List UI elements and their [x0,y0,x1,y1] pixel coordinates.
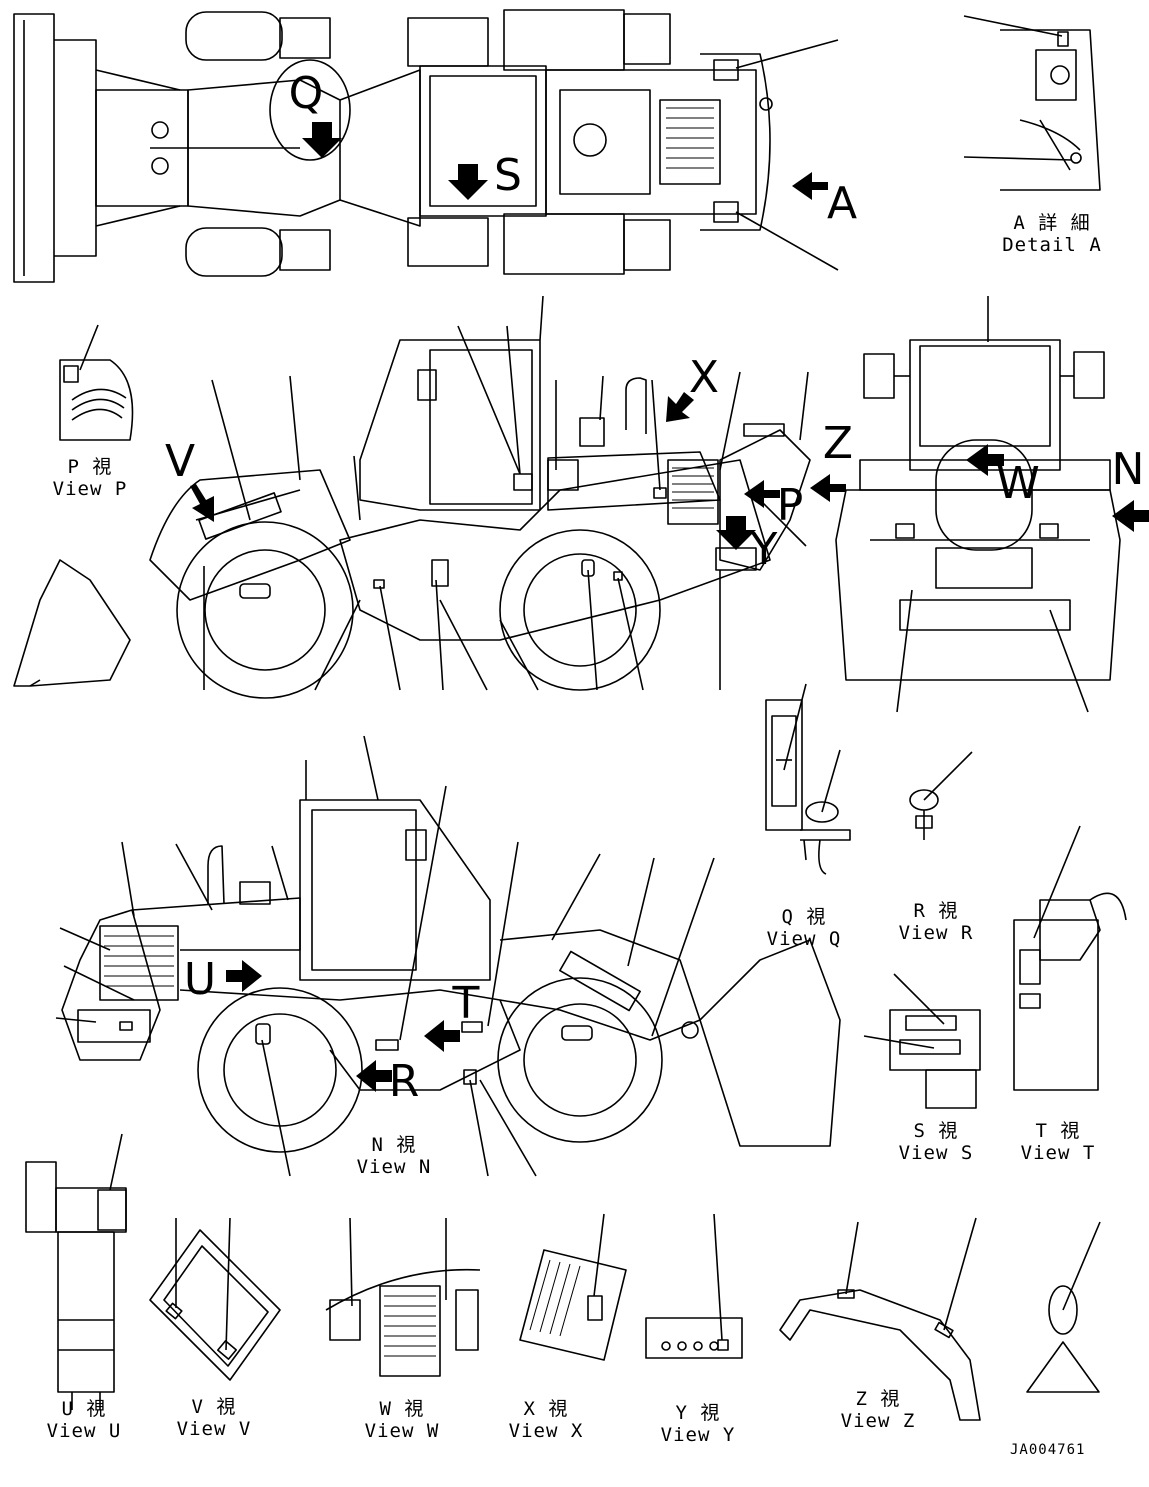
view-letter-q: Q [288,68,324,119]
view-letter-y: Y [750,524,778,575]
view-letter-t: T [452,978,480,1029]
arrow-n [1112,500,1149,532]
view-letter-x: X [688,352,720,403]
left-side-view-machine [13,295,811,699]
view-r-drawing [909,751,973,840]
view-p-drawing [59,324,134,441]
view-x-drawing [519,1213,627,1361]
view-s-drawing [863,973,981,1109]
view-letter-w: W [996,458,1040,509]
view-v-drawing [149,1217,281,1381]
arrow-x [666,392,694,422]
view-letter-z: Z [822,418,854,469]
view-letter-n: N [1111,444,1145,495]
view-u-drawing [25,1133,127,1410]
arrow-a [792,172,828,200]
arrow-p [744,480,780,508]
view-letter-s: S [494,150,522,201]
arrow-s [448,164,488,200]
view-arrows [190,122,1149,1092]
arrow-z [810,474,846,502]
view-w-drawing [325,1217,481,1377]
view-y-drawing [645,1213,743,1359]
arrow-u [226,960,262,992]
view-letter-p: P [776,480,804,531]
arrow-q [302,122,342,158]
warning-triangle-icon [1026,1221,1101,1393]
view-letter-r: R [388,1056,420,1107]
arrow-y [716,516,756,550]
view-letter-v: V [164,436,196,487]
arrow-t [424,1020,460,1052]
top-view-machine [13,9,839,283]
view-letter-a: A [826,178,858,229]
detail-a-drawing [963,15,1101,191]
rear-view-machine [835,296,1121,713]
view-letter-u: U [183,954,217,1005]
drawing-code: JA004761 [1010,1442,1086,1458]
view-z-drawing [779,1217,981,1421]
right-side-view-machine [55,735,841,1177]
view-q-drawing [765,683,851,875]
arrow-r [356,1060,392,1092]
view-t-drawing [1013,825,1127,1091]
arrow-w [966,444,1004,476]
arrow-v [190,484,214,522]
